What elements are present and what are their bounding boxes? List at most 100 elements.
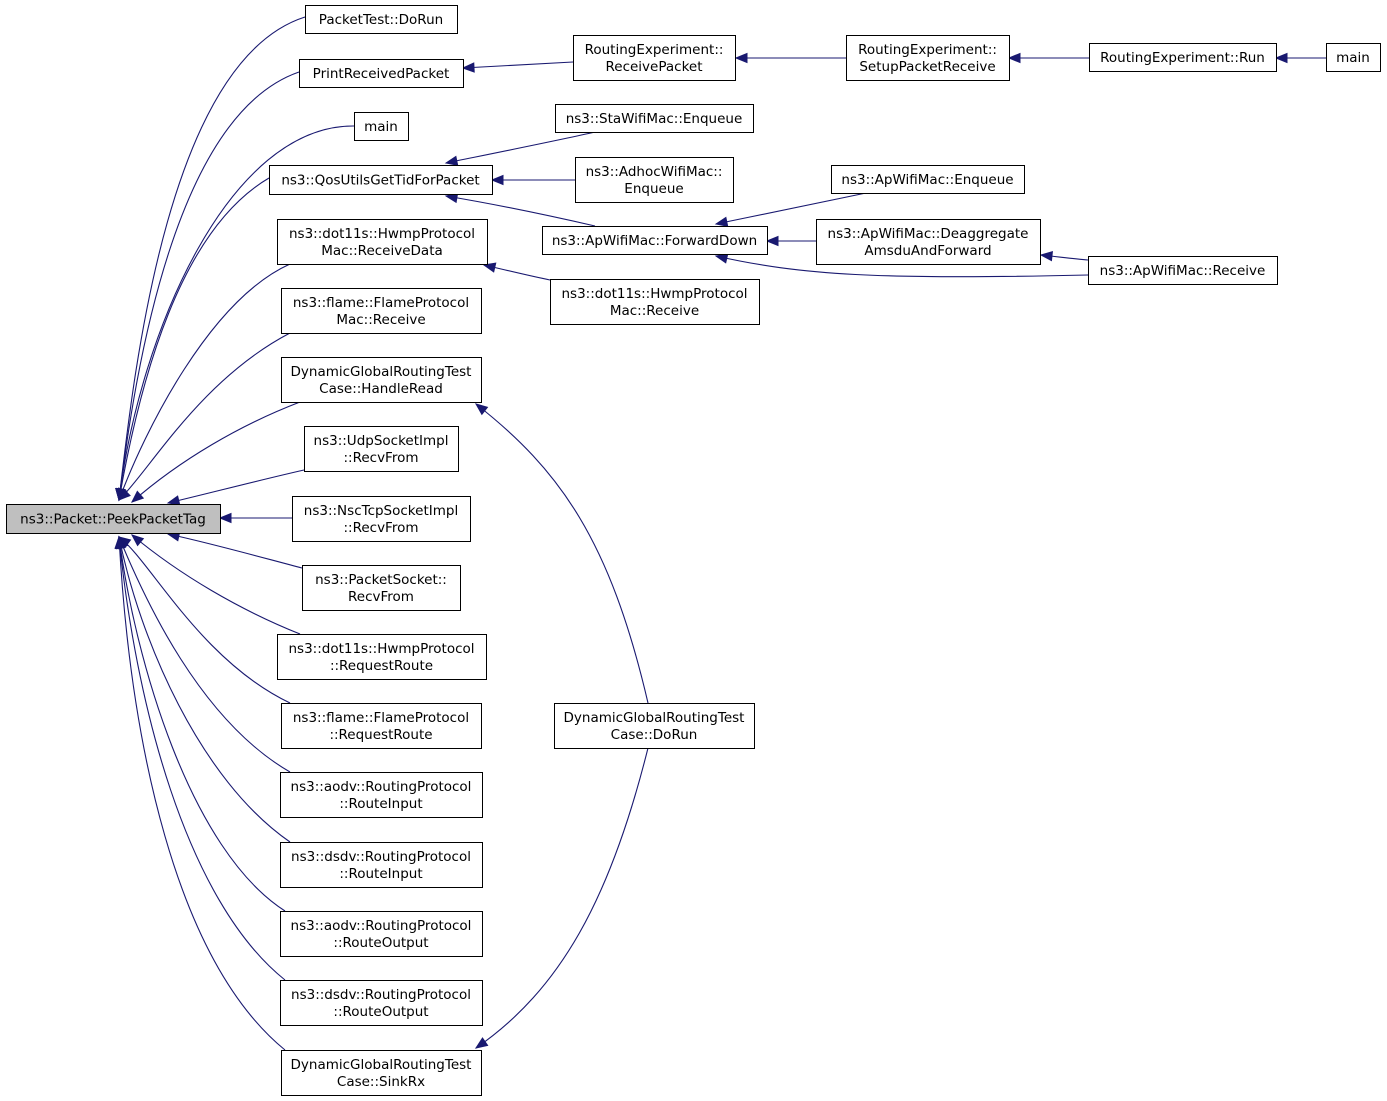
node-label: ::RecvFrom [343, 520, 418, 536]
node-re-run[interactable]: RoutingExperiment::Run [1089, 43, 1277, 72]
node-qos-get-tid[interactable]: ns3::QosUtilsGetTidForPacket [269, 165, 493, 195]
edge-ap_receive-to-ap_forward_down [715, 255, 1089, 278]
node-label: main [364, 119, 398, 135]
node-label: Mac::Receive [336, 312, 425, 328]
node-label: Mac::ReceiveData [321, 243, 443, 259]
node-label: Mac::Receive [610, 303, 699, 319]
node-adhoc-enqueue[interactable]: ns3::AdhocWifiMac::Enqueue [575, 157, 734, 203]
node-label: ns3::ApWifiMac::Receive [1100, 263, 1266, 279]
node-label: ::RequestRoute [330, 658, 433, 674]
arrowhead-hwmp_request_route-to-peek_packet_tag [130, 534, 145, 547]
node-ap-deaggregate[interactable]: ns3::ApWifiMac::DeaggregateAmsduAndForwa… [816, 219, 1041, 265]
edge-qos_get_tid-to-peek_packet_tag [118, 177, 270, 501]
node-packetsocket-recvfrom[interactable]: ns3::PacketSocket::RecvFrom [302, 565, 461, 611]
node-sta-enqueue[interactable]: ns3::StaWifiMac::Enqueue [555, 104, 754, 133]
edge-hwmp_receive_data-to-peek_packet_tag [118, 263, 291, 501]
edge-aodv_route_input-to-peek_packet_tag [118, 536, 291, 773]
node-label: ns3::dsdv::RoutingProtocol [291, 987, 471, 1003]
node-aodv-route-output[interactable]: ns3::aodv::RoutingProtocol::RouteOutput [280, 911, 483, 957]
node-ap-receive[interactable]: ns3::ApWifiMac::Receive [1088, 256, 1278, 285]
edge-flame_request_route-to-peek_packet_tag [118, 536, 291, 704]
node-flame-request-route[interactable]: ns3::flame::FlameProtocol::RequestRoute [281, 703, 482, 749]
node-box [550, 279, 760, 325]
node-hwmp-request-route[interactable]: ns3::dot11s::HwmpProtocol::RequestRoute [277, 634, 487, 680]
edge-udp_recvfrom-to-peek_packet_tag [167, 469, 305, 504]
node-ap-forward-down[interactable]: ns3::ApWifiMac::ForwardDown [542, 226, 768, 255]
node-box [555, 104, 754, 133]
node-label: ns3::flame::FlameProtocol [293, 295, 469, 311]
node-label: ns3::AdhocWifiMac:: [586, 164, 723, 180]
edge-hwmp_request_route-to-peek_packet_tag [131, 534, 301, 635]
node-hwmp-receive-data[interactable]: ns3::dot11s::HwmpProtocolMac::ReceiveDat… [277, 219, 488, 265]
node-box [280, 911, 483, 957]
node-peek-packet-tag[interactable]: ns3::Packet::PeekPacketTag [6, 504, 221, 534]
node-label: ::RequestRoute [329, 727, 432, 743]
node-print-received-packet[interactable]: PrintReceivedPacket [299, 59, 464, 88]
edge-re_receive_packet-to-print_received_packet [462, 61, 574, 69]
node-label: DynamicGlobalRoutingTest [291, 364, 472, 380]
node-label: DynamicGlobalRoutingTest [564, 710, 745, 726]
edge-packetsocket_recvfrom-to-peek_packet_tag [167, 533, 303, 569]
node-dsdv-route-input[interactable]: ns3::dsdv::RoutingProtocol::RouteInput [280, 842, 483, 888]
node-packettest-dorun[interactable]: PacketTest::DoRun [305, 5, 458, 34]
node-label: ::RecvFrom [343, 450, 418, 466]
arrowhead-dgr_handle_read-to-peek_packet_tag [131, 490, 145, 503]
node-label: ns3::Packet::PeekPacketTag [20, 512, 206, 528]
arrowhead-sta_enqueue-to-qos_get_tid [444, 155, 459, 166]
node-label: ns3::dsdv::RoutingProtocol [291, 849, 471, 865]
node-label: ns3::dot11s::HwmpProtocol [289, 226, 475, 242]
node-label: ::RouteInput [339, 796, 422, 812]
node-label: SetupPacketReceive [859, 59, 995, 75]
node-box [573, 35, 736, 81]
edge-aodv_route_output-to-peek_packet_tag [118, 536, 286, 912]
edge-sta_enqueue-to-qos_get_tid [445, 131, 596, 164]
node-re-receive-packet[interactable]: RoutingExperiment::ReceivePacket [573, 35, 736, 81]
node-label: ns3::aodv::RoutingProtocol [291, 779, 472, 795]
node-ap-enqueue[interactable]: ns3::ApWifiMac::Enqueue [831, 165, 1025, 194]
node-box [542, 226, 768, 255]
edges-layer [114, 16, 1327, 1051]
edge-flame_mac_receive-to-peek_packet_tag [118, 332, 291, 501]
edge-dsdv_route_input-to-peek_packet_tag [118, 536, 291, 843]
node-label: RoutingExperiment:: [585, 42, 724, 58]
arrowhead-udp_recvfrom-to-peek_packet_tag [166, 495, 181, 506]
node-label: ns3::dot11s::HwmpProtocol [561, 286, 747, 302]
node-box [354, 112, 409, 141]
node-label: ns3::PacketSocket:: [315, 572, 447, 588]
node-label: Case::HandleRead [319, 381, 443, 397]
node-label: RoutingExperiment::Run [1100, 50, 1265, 66]
node-label: AmsduAndForward [864, 243, 991, 259]
node-box [304, 426, 459, 472]
edge-packettest_dorun-to-peek_packet_tag [118, 16, 306, 501]
node-box [1088, 256, 1278, 285]
node-label: RecvFrom [348, 589, 414, 605]
arrowhead-hwmp_mac_receive-to-hwmp_receive_data [482, 262, 497, 273]
arrowhead-main_b-to-re_run [1274, 52, 1288, 64]
node-re-setup[interactable]: RoutingExperiment::SetupPacketReceive [846, 35, 1010, 81]
node-label: main [1336, 50, 1370, 66]
node-label: Case::SinkRx [337, 1074, 425, 1090]
node-nsctcp-recvfrom[interactable]: ns3::NscTcpSocketImpl::RecvFrom [292, 496, 471, 542]
arrowhead-re_receive_packet-to-print_received_packet [461, 62, 475, 73]
edge-main_a-to-peek_packet_tag [118, 125, 355, 501]
node-box [575, 157, 734, 203]
node-main-a[interactable]: main [354, 112, 409, 141]
node-main-b[interactable]: main [1326, 43, 1381, 72]
node-aodv-route-input[interactable]: ns3::aodv::RoutingProtocol::RouteInput [280, 772, 483, 818]
edge-dsdv_route_output-to-peek_packet_tag [118, 536, 286, 981]
edge-dgr_sink_rx-to-peek_packet_tag [118, 536, 286, 1051]
node-dsdv-route-output[interactable]: ns3::dsdv::RoutingProtocol::RouteOutput [280, 980, 483, 1026]
nodes-layer: ns3::Packet::PeekPacketTag PacketTest::Do… [6, 5, 1381, 1096]
node-udp-recvfrom[interactable]: ns3::UdpSocketImpl::RecvFrom [304, 426, 459, 472]
node-label: ns3::QosUtilsGetTidForPacket [281, 173, 479, 189]
node-box [292, 496, 471, 542]
node-box [281, 1050, 482, 1096]
node-box [299, 59, 464, 88]
arrowhead-ap_deaggregate-to-ap_forward_down [765, 235, 779, 247]
node-box [6, 504, 221, 534]
